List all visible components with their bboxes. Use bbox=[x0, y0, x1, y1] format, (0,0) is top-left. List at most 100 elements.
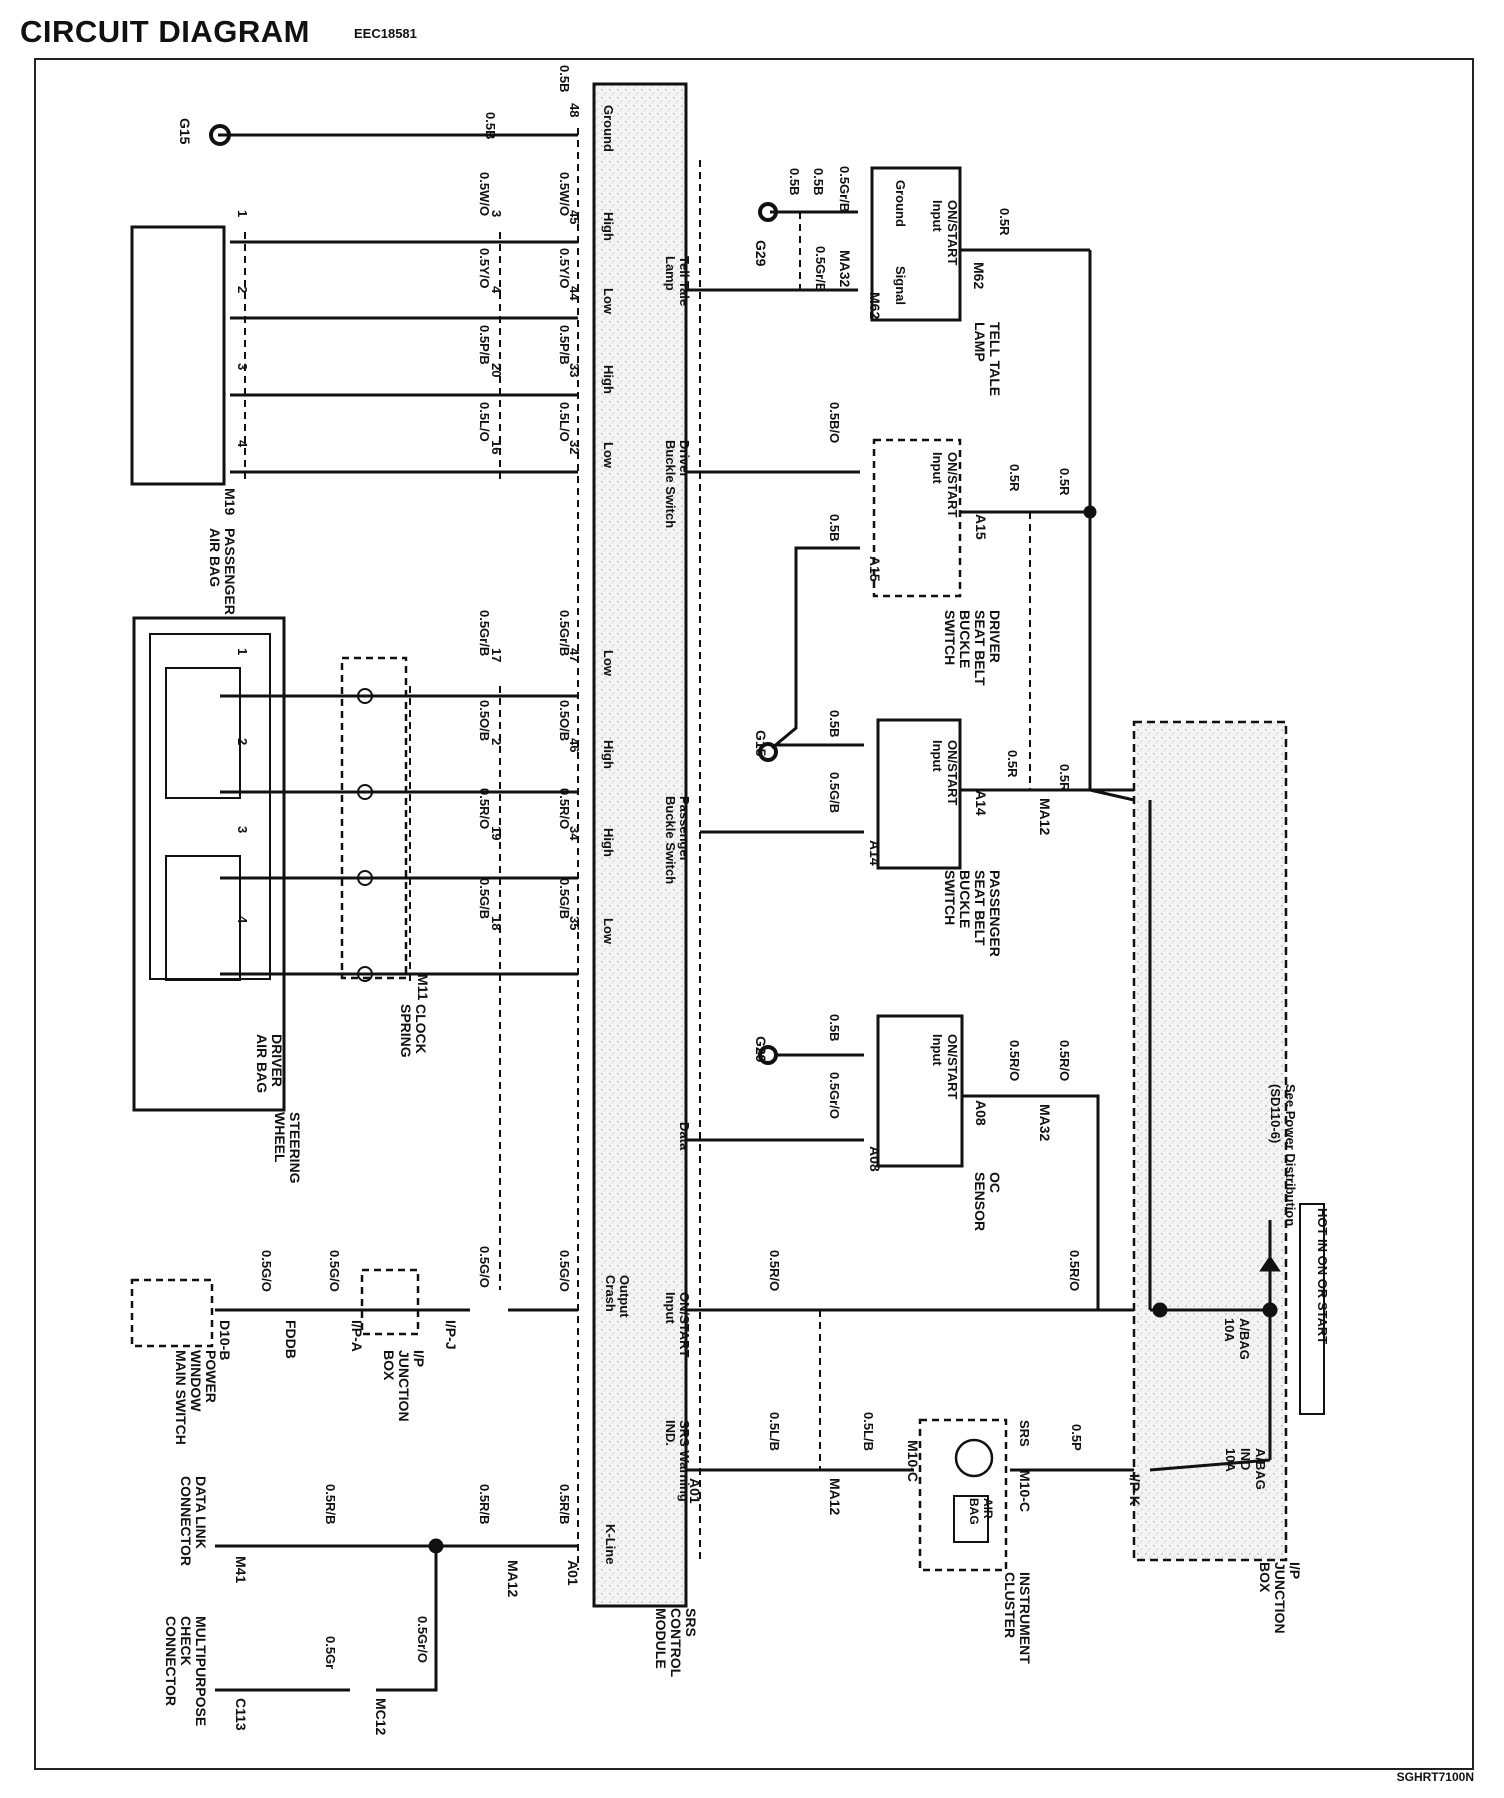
connector-m11: M11 bbox=[415, 974, 431, 1001]
wire-code: 0.5G/O bbox=[557, 1250, 572, 1292]
wire-code: 0.5B bbox=[827, 710, 842, 737]
wire-code: 0.5G/O bbox=[327, 1250, 342, 1292]
connector-number: 18 bbox=[489, 916, 504, 930]
module-right-label: ON/START bbox=[677, 1292, 692, 1358]
wire-code: 0.5B bbox=[787, 168, 802, 195]
wire-code: 0.5Gr/O bbox=[415, 1616, 430, 1663]
wire-code: 0.5R bbox=[1057, 764, 1072, 792]
module-pin-crash: Crash bbox=[603, 1275, 618, 1312]
wire-code: 0.5G/B bbox=[477, 878, 492, 919]
tell-tale-signal: Signal bbox=[893, 266, 908, 305]
connector-mc12: MC12 bbox=[373, 1698, 389, 1736]
connector-a01: A01 bbox=[687, 1478, 703, 1504]
document-code: EEC18581 bbox=[354, 26, 417, 41]
connector-number: 19 bbox=[489, 826, 504, 840]
wire-code: 0.5Y/O bbox=[477, 248, 492, 288]
wire-code: 0.5R/O bbox=[477, 788, 492, 829]
module-right-label: Data bbox=[677, 1122, 692, 1151]
oc-sensor bbox=[876, 1014, 964, 1168]
passenger-air-bag bbox=[130, 225, 226, 486]
multipurpose-label-line3: CONNECTOR bbox=[163, 1616, 179, 1706]
passenger-seat-label-line2: SEAT BELT bbox=[972, 870, 988, 946]
module-pin-label: Low bbox=[601, 650, 616, 677]
tell-tale-ground: Ground bbox=[893, 180, 908, 227]
wire-code: 0.5Gr bbox=[323, 1636, 338, 1669]
wire-code: 0.5O/B bbox=[477, 700, 492, 741]
module-pin-label: Low bbox=[601, 918, 616, 945]
tell-tale-lamp-label-line1: TELL TALE bbox=[987, 322, 1003, 396]
tell-tale-lamp-label-line2: LAMP bbox=[972, 322, 988, 362]
pin-number: 35 bbox=[567, 916, 582, 930]
wire-code: 0.5B bbox=[557, 65, 572, 92]
wire-code: 0.5R/B bbox=[323, 1484, 338, 1524]
instrument-cluster-label-line1: INSTRUMENT bbox=[1017, 1572, 1033, 1664]
wire-code: 0.5Gr/B bbox=[477, 610, 492, 656]
wire-code: 0.5P bbox=[1069, 1424, 1084, 1451]
steering-wheel-label-line2: WHEEL bbox=[272, 1112, 288, 1163]
wire-code: 0.5R/O bbox=[557, 788, 572, 829]
module-right-label: Driver bbox=[677, 440, 692, 478]
ground-g15b-label: G15 bbox=[753, 730, 769, 757]
oc-sensor-label-line1: OC bbox=[987, 1172, 1003, 1193]
driver-seat-box-line2: Input bbox=[930, 452, 945, 484]
see-power-label-line2: (SD110-6) bbox=[1268, 1084, 1283, 1143]
module-pin-label: High bbox=[601, 828, 616, 857]
steering-wheel-label-line1: STEERING bbox=[287, 1112, 303, 1184]
module-pin-label: Low bbox=[601, 442, 616, 469]
driver-seat-label-line1: DRIVER bbox=[987, 610, 1003, 663]
ip-junction-box-label-line3: BOX bbox=[381, 1350, 397, 1381]
data-link-label-line1: DATA LINK bbox=[193, 1476, 209, 1549]
module-right-label: Tell Tale bbox=[677, 256, 692, 306]
wire-code: 0.5R bbox=[997, 208, 1012, 236]
power-window-main-switch bbox=[130, 1278, 214, 1348]
wire-code: 0.5G/B bbox=[557, 878, 572, 919]
driver-seat-label-line4: SWITCH bbox=[942, 610, 958, 665]
pin-number: 33 bbox=[567, 363, 582, 377]
wire-code: 0.5Gr/B bbox=[837, 166, 852, 212]
connector-number: 16 bbox=[489, 440, 504, 454]
connector-ma12: MA12 bbox=[1037, 798, 1053, 836]
ip-junction-box-small bbox=[360, 1268, 420, 1336]
multipurpose-label-line1: MULTIPURPOSE bbox=[193, 1616, 209, 1726]
fuse-2-label-line1: A/BAG bbox=[1253, 1448, 1268, 1490]
wire-code: 0.5R bbox=[1057, 468, 1072, 496]
tell-tale-lamp bbox=[870, 166, 962, 322]
wire-code: 0.5R/B bbox=[477, 1484, 492, 1524]
wire-code: 0.5G/O bbox=[259, 1250, 274, 1292]
pin-number: 45 bbox=[567, 210, 582, 224]
fuse-2-label-line3: 10A bbox=[1223, 1448, 1238, 1472]
wire-code: 0.5P/B bbox=[557, 325, 572, 365]
oc-sensor-box-line1: ON/START bbox=[945, 1034, 960, 1100]
connector-ma32: MA32 bbox=[837, 250, 853, 288]
connector-a08: A08 bbox=[973, 1100, 989, 1126]
pin-number: 46 bbox=[567, 738, 582, 752]
clock-spring-label-line1: CLOCK bbox=[413, 1004, 429, 1054]
connector-a14: A14 bbox=[867, 840, 883, 866]
figure-code: SGHRT7100N bbox=[1396, 1770, 1474, 1784]
wire-code: 0.5R bbox=[1005, 750, 1020, 778]
connector-a14: A14 bbox=[973, 790, 989, 816]
connector-m10c: M10-C bbox=[905, 1440, 921, 1482]
module-pin-kline: K-Line bbox=[603, 1524, 618, 1564]
pin-number: 32 bbox=[567, 440, 582, 454]
connector-ipk: I/P-K bbox=[1127, 1474, 1143, 1506]
ground-g15b-symbol bbox=[758, 742, 778, 762]
clock-spring bbox=[340, 656, 408, 980]
module-right-label: Passenger bbox=[677, 796, 692, 862]
wire-code: 0.5G/B bbox=[827, 772, 842, 813]
connector-number: 4 bbox=[235, 440, 250, 448]
wire-code: 0.5R/B bbox=[557, 1484, 572, 1524]
module-pin-label: High bbox=[601, 740, 616, 769]
hot-label: HOT IN ON OR START bbox=[1315, 1208, 1330, 1344]
module-right-label-2: Buckle Switch bbox=[663, 796, 678, 884]
power-window-label-line1: POWER bbox=[203, 1350, 219, 1403]
wire-code: 0.5L/O bbox=[557, 402, 572, 442]
connector-fddb: FDDB bbox=[283, 1320, 299, 1359]
multipurpose-label-line2: CHECK bbox=[178, 1616, 194, 1666]
wire-code: 0.5R/O bbox=[1057, 1040, 1072, 1081]
wire-code: 0.5L/B bbox=[767, 1412, 782, 1451]
ip-junction-box bbox=[1132, 720, 1288, 1562]
ground-g29-label: G29 bbox=[753, 240, 769, 267]
connector-number: 3 bbox=[235, 826, 250, 833]
